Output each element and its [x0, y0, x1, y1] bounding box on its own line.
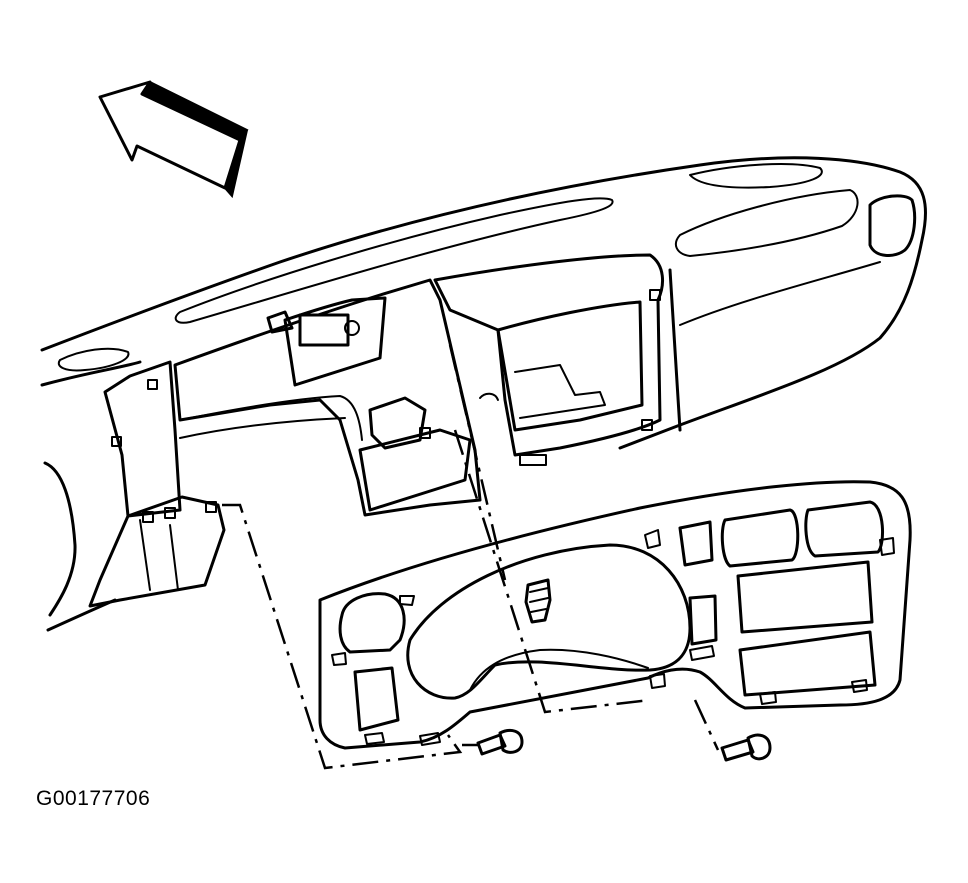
figure-id-label: G00177706	[36, 787, 151, 810]
center-stack-opening	[433, 253, 664, 466]
trim-plate-screw-right	[720, 733, 772, 762]
steering-column-opening	[173, 278, 499, 517]
carrier-left-support	[43, 360, 226, 632]
forward-arrow-icon	[98, 80, 249, 199]
instrument-panel-carrier	[40, 156, 928, 450]
trim-plate-screw-left	[476, 728, 524, 756]
cluster-trim-plate	[318, 480, 912, 750]
alignment-leader-lines	[222, 344, 720, 770]
